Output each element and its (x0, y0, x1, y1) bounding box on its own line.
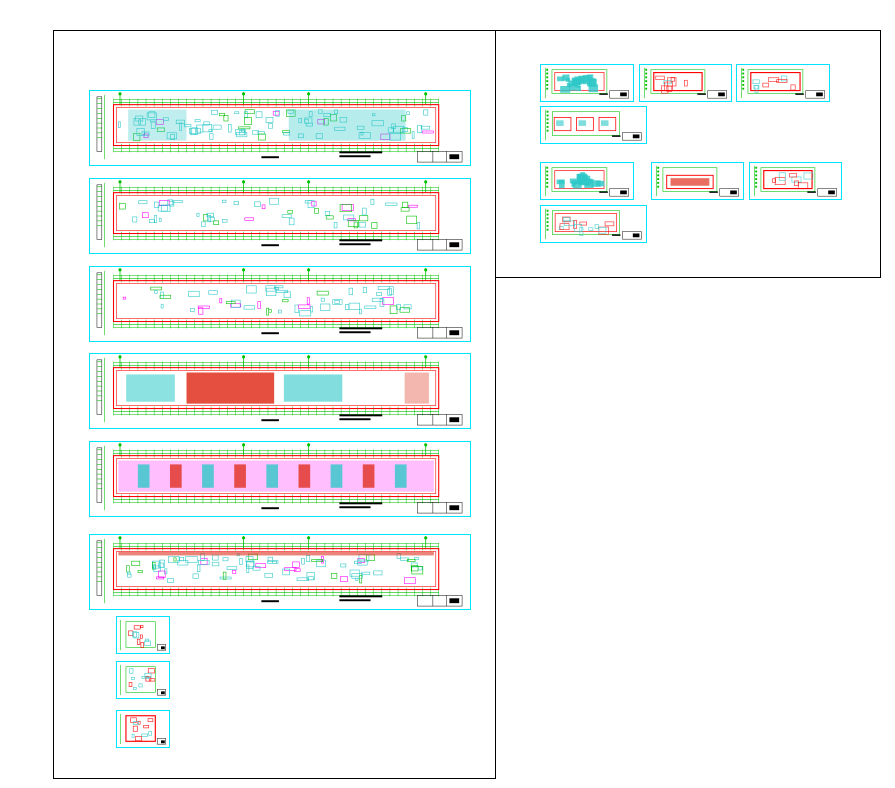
right-drawing-1 (545, 67, 629, 99)
right-drawing-4 (545, 109, 642, 141)
long-plan-sheet-3[interactable] (89, 266, 471, 342)
right-sheet-8[interactable] (540, 205, 647, 243)
right-drawing-5 (545, 165, 629, 197)
right-sheet-1[interactable] (540, 64, 634, 102)
long-plan-drawing-2 (96, 179, 463, 251)
small-drawing-3 (119, 713, 166, 745)
long-plan-drawing-3 (96, 267, 463, 339)
right-sheet-7[interactable] (749, 162, 842, 200)
right-drawing-6 (656, 165, 739, 197)
small-drawing-2 (119, 664, 166, 696)
long-plan-sheet-6[interactable] (89, 534, 471, 610)
long-plan-sheet-5[interactable] (89, 441, 471, 517)
small-sheet-2[interactable] (116, 661, 170, 699)
long-plan-drawing-4 (96, 354, 463, 426)
right-drawing-7 (754, 165, 837, 197)
right-sheet-6[interactable] (651, 162, 744, 200)
right-drawing-3 (741, 67, 825, 99)
long-plan-drawing-1 (96, 91, 463, 163)
small-sheet-1[interactable] (116, 616, 170, 654)
right-drawing-8 (545, 208, 642, 240)
right-sheet-4[interactable] (540, 106, 647, 144)
long-plan-sheet-4[interactable] (89, 353, 471, 429)
small-sheet-3[interactable] (116, 710, 170, 748)
right-sheet-3[interactable] (736, 64, 830, 102)
right-sheet-5[interactable] (540, 162, 634, 200)
small-drawing-1 (119, 619, 166, 651)
long-plan-sheet-2[interactable] (89, 178, 471, 254)
long-plan-sheet-1[interactable] (89, 90, 471, 166)
left-layout-panel (53, 30, 496, 779)
right-sheet-2[interactable] (639, 64, 732, 102)
right-drawing-2 (644, 67, 727, 99)
right-layout-panel (495, 30, 881, 278)
long-plan-drawing-6 (96, 535, 463, 607)
long-plan-drawing-5 (96, 442, 463, 514)
